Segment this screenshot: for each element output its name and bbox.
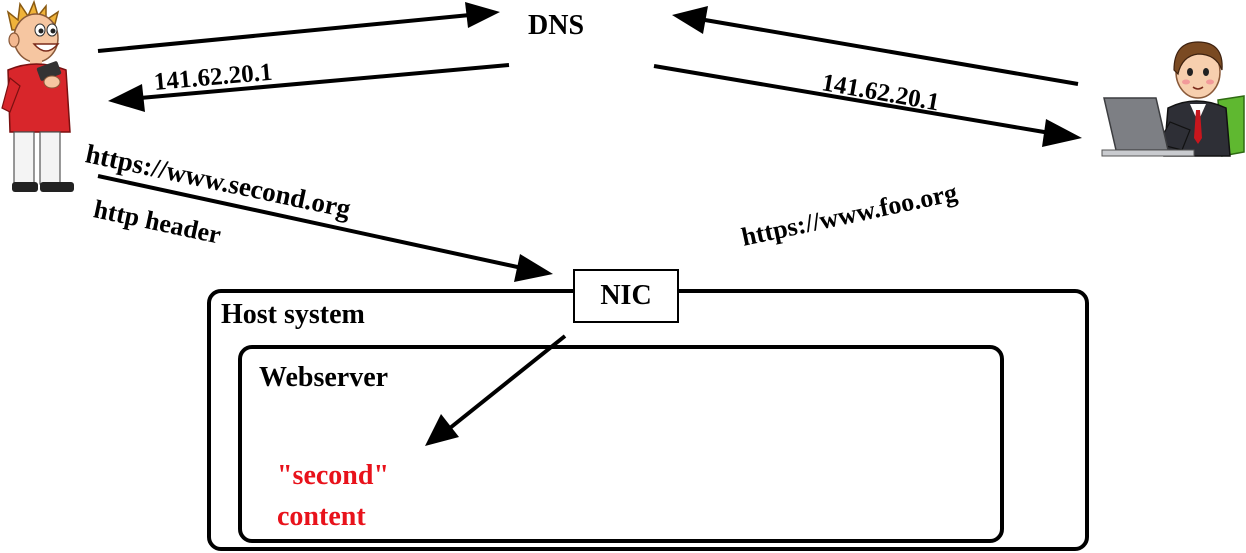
arrowhead-to-right-user (1042, 119, 1082, 147)
arrow-right-to-dns (704, 18, 1079, 86)
arrow-nic-to-webserver (448, 334, 567, 430)
arrow-left-to-dns (97, 13, 471, 53)
webserver-box: Webserver (238, 345, 1004, 543)
arrow-dns-to-left (139, 63, 510, 100)
arrowhead-to-dns-right (672, 6, 708, 34)
dns-label: DNS (528, 10, 585, 41)
businessman-at-laptop-icon (1101, 41, 1245, 157)
arrow-left-to-nic (97, 174, 523, 270)
arrowhead-to-left-user (108, 84, 145, 112)
arrowhead-to-dns-left (465, 2, 500, 28)
nic-box: NIC (573, 269, 679, 323)
webserver-title: Webserver (259, 362, 389, 393)
arrow-dns-to-right (653, 64, 1051, 135)
second-content-line2: content (277, 501, 366, 532)
arrowhead-to-nic (514, 254, 553, 282)
host-system-title: Host system (221, 299, 365, 330)
second-content-line1: "second" (277, 460, 389, 491)
arrowhead-to-webserver (425, 414, 459, 446)
boy-with-phone-icon (1, 0, 74, 192)
nic-label: NIC (600, 280, 652, 311)
